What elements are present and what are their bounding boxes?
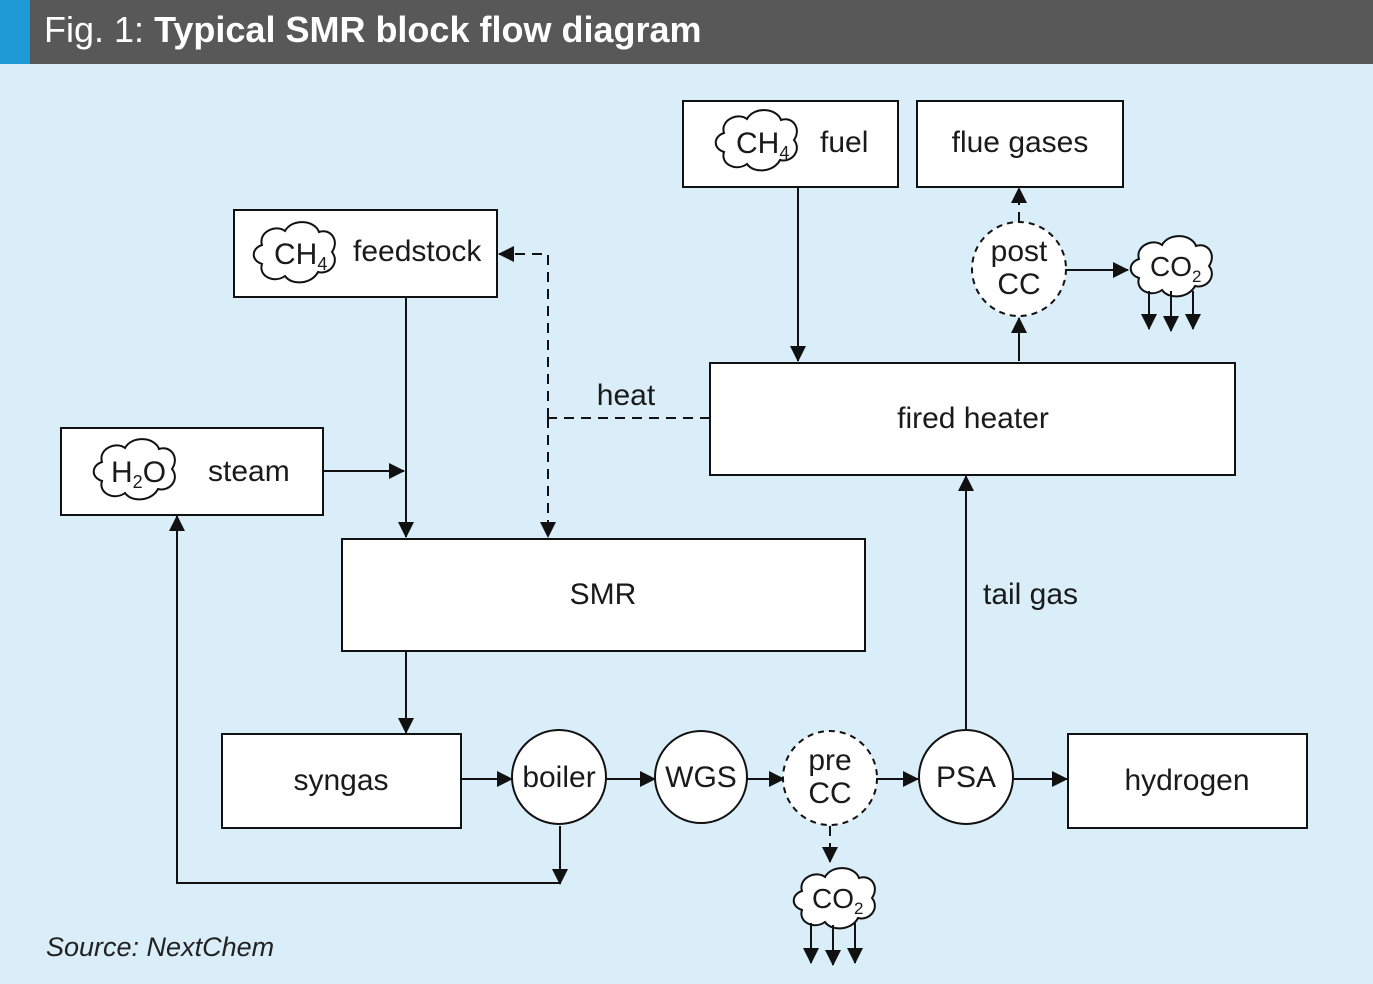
smr-block-flow-diagram: CH4 feedstock CH4 fuel flue gases H2O st… bbox=[60, 100, 1308, 966]
boiler-label: boiler bbox=[522, 761, 595, 794]
cloud-icon-co2-post bbox=[1129, 235, 1213, 298]
fuel-label: fuel bbox=[820, 126, 868, 159]
post-cc-label-line1: post bbox=[991, 235, 1048, 268]
fuel-chem-label: CH4 bbox=[736, 127, 789, 163]
source-credit: Source: NextChem bbox=[46, 932, 275, 962]
figure-title-text: Typical SMR block flow diagram bbox=[154, 9, 702, 50]
boiler-node bbox=[511, 729, 607, 825]
wgs-node bbox=[654, 730, 748, 824]
steam-chem-label: H2O bbox=[111, 456, 166, 492]
flue-gases-box bbox=[916, 100, 1124, 188]
co2-pre-label: CO2 bbox=[812, 883, 863, 918]
post-cc-label-line2: CC bbox=[997, 268, 1040, 301]
wgs-label: WGS bbox=[665, 761, 737, 794]
pre-cc-node bbox=[782, 730, 878, 826]
cloud-icon-steam bbox=[92, 438, 176, 501]
feedstock-label: feedstock bbox=[353, 235, 482, 268]
syngas-box bbox=[221, 733, 462, 829]
psa-node bbox=[918, 729, 1014, 825]
flue-gases-label: flue gases bbox=[952, 126, 1089, 159]
smr-box bbox=[341, 538, 866, 652]
fired-heater-box bbox=[709, 362, 1236, 476]
hydrogen-label: hydrogen bbox=[1124, 764, 1249, 797]
cloud-icon-feedstock bbox=[252, 221, 336, 284]
smr-label: SMR bbox=[570, 578, 637, 611]
syngas-label: syngas bbox=[293, 764, 388, 797]
pre-cc-label-line1: pre bbox=[808, 744, 851, 777]
edge-heat-to-feedstock bbox=[498, 246, 549, 418]
header-accent-bar bbox=[0, 0, 30, 64]
co2-post-label: CO2 bbox=[1150, 251, 1201, 286]
post-cc-node bbox=[971, 221, 1067, 317]
figure-title: Fig. 1: Typical SMR block flow diagram bbox=[44, 8, 702, 52]
pre-cc-label-line2: CC bbox=[808, 777, 851, 810]
steam-label: steam bbox=[208, 455, 290, 488]
figure-number: Fig. 1: bbox=[44, 9, 145, 50]
psa-label: PSA bbox=[936, 761, 996, 794]
fired-heater-label: fired heater bbox=[897, 402, 1049, 435]
cloud-icon-fuel bbox=[714, 109, 798, 172]
feedstock-chem-label: CH4 bbox=[274, 238, 327, 274]
hydrogen-box bbox=[1067, 733, 1308, 829]
edge-boiler-loop bbox=[169, 515, 561, 884]
tail-gas-edge-label: tail gas bbox=[983, 578, 1078, 611]
figure-header: Fig. 1: Typical SMR block flow diagram bbox=[0, 0, 1373, 64]
heat-edge-label: heat bbox=[597, 379, 656, 412]
cloud-icon-co2-pre bbox=[792, 867, 876, 930]
